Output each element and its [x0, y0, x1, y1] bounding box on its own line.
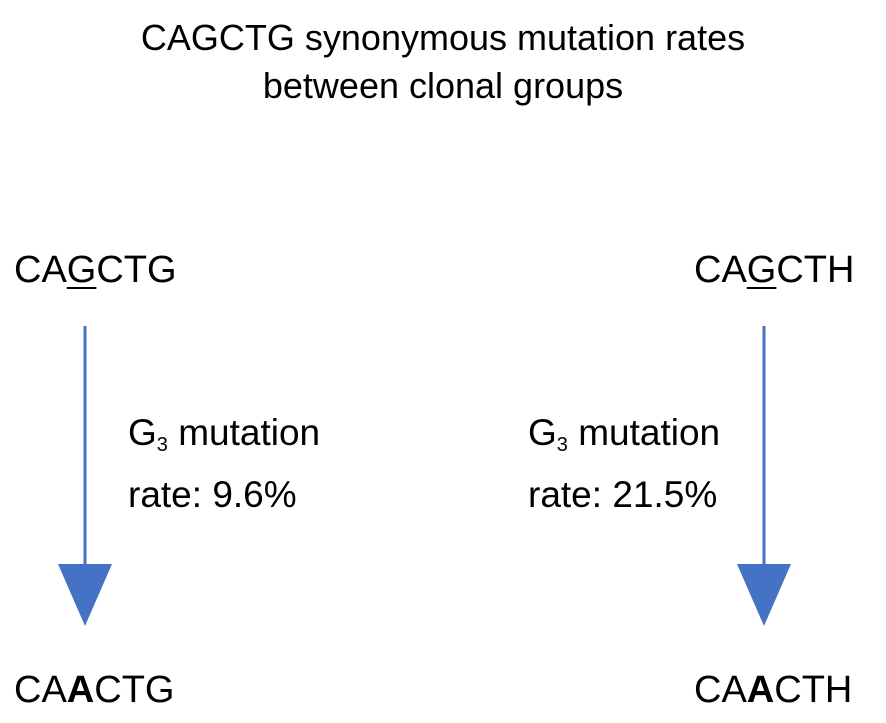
right-rate-label: mutation [578, 412, 721, 453]
right-source-suffix: CTH [776, 249, 855, 291]
right-result-prefix: CA [694, 669, 747, 711]
right-arrow-head [737, 564, 791, 626]
left-source-suffix: CTG [96, 249, 177, 291]
left-result-sequence: CAACTG [14, 668, 174, 712]
left-rate-base: G [128, 412, 157, 453]
left-result-mutated-base: A [66, 669, 95, 711]
right-result-mutated-base: A [746, 669, 775, 711]
right-rate-heading: G3 mutation [528, 408, 720, 470]
right-mutation-arrow [737, 326, 791, 626]
left-arrow-head [58, 564, 112, 626]
right-source-mutated-base: G [746, 249, 777, 291]
left-mutation-rate-label: G3 mutation rate: 9.6% [128, 408, 320, 520]
right-rate-base: G [528, 412, 557, 453]
left-result-suffix: CTG [94, 669, 175, 711]
right-rate-position: 3 [556, 434, 568, 456]
left-source-prefix: CA [14, 249, 67, 291]
left-rate-label: mutation [178, 412, 321, 453]
left-rate-value: rate: 9.6% [128, 474, 297, 515]
right-result-sequence: CAACTH [694, 668, 852, 712]
diagram-title: CAGCTG synonymous mutation rates between… [0, 14, 886, 110]
title-line-2: between clonal groups [262, 65, 624, 106]
left-result-prefix: CA [14, 669, 67, 711]
left-source-mutated-base: G [66, 249, 97, 291]
right-mutation-rate-label: G3 mutation rate: 21.5% [528, 408, 720, 520]
left-rate-heading: G3 mutation [128, 408, 320, 470]
right-rate-value: rate: 21.5% [528, 474, 718, 515]
right-source-prefix: CA [694, 249, 747, 291]
right-source-sequence: CAGCTH [694, 248, 854, 292]
left-rate-position: 3 [156, 434, 168, 456]
right-result-suffix: CTH [774, 669, 853, 711]
title-line-1: CAGCTG synonymous mutation rates [140, 17, 746, 58]
left-source-sequence: CAGCTG [14, 248, 177, 292]
left-mutation-arrow [58, 326, 112, 626]
